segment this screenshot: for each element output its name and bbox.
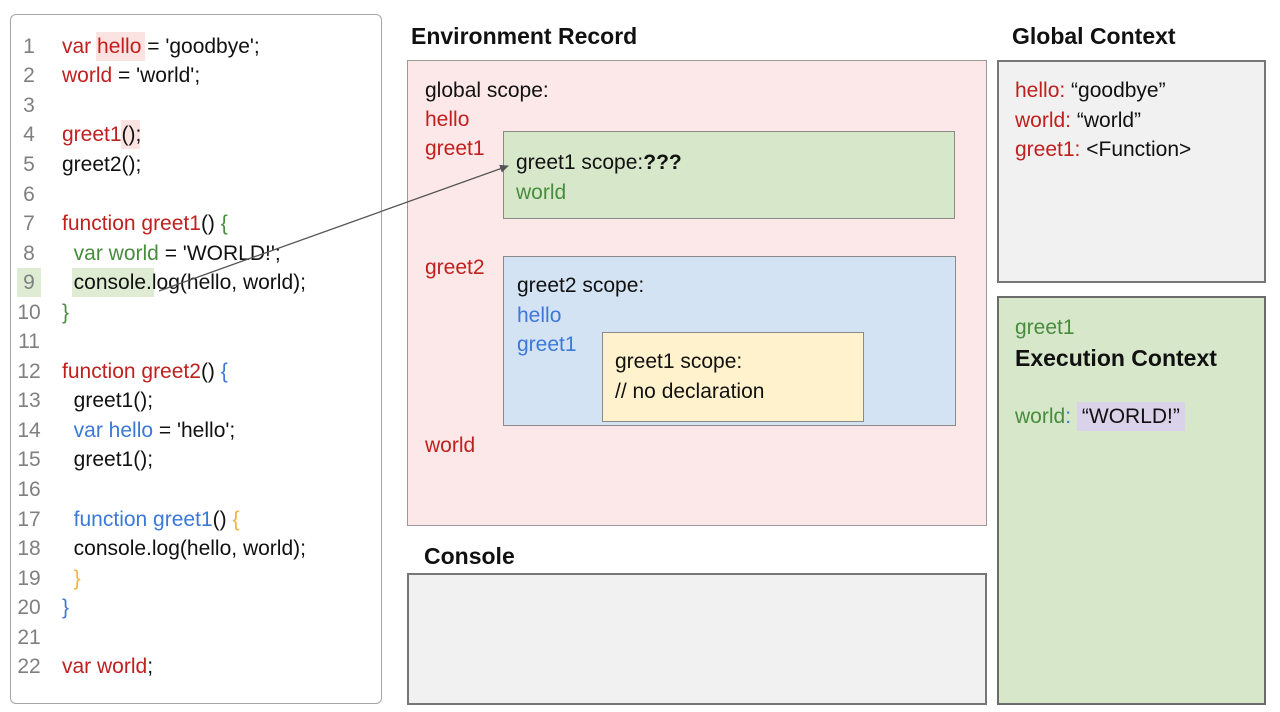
code-text: function greet1() { (62, 212, 228, 236)
code-line: 20} (11, 593, 381, 623)
code-line: 9 console.log(hello, world); (11, 268, 381, 298)
code-line: 14 var hello = 'hello'; (11, 416, 381, 446)
inner-greet1-scope-title: greet1 scope: (615, 350, 743, 373)
no-declaration-comment: // no declaration (615, 380, 765, 403)
greet1-scope-box: greet1 scope:??? world (503, 131, 955, 219)
code-line: 4 greet1(); (11, 120, 381, 151)
global-scope-label: global scope: (425, 79, 549, 102)
code-text: var world; (62, 655, 154, 679)
line-number: 5 (23, 152, 35, 176)
line-number: 22 (17, 655, 41, 679)
line-number: 12 (17, 359, 41, 383)
unknown-marker: ??? (643, 151, 682, 174)
line-number: 9 (11, 268, 47, 298)
line-number: 6 (23, 182, 35, 206)
global-var-greet1: greet1 (425, 137, 485, 160)
line-number: 10 (17, 300, 41, 324)
code-line: 1 var hello = 'goodbye'; (11, 31, 381, 62)
line-number: 7 (23, 212, 35, 236)
inner-greet1-scope-box: greet1 scope: // no declaration (602, 332, 864, 422)
code-line: 15 greet1(); (11, 446, 381, 476)
code-text: function greet2() { (62, 359, 228, 383)
line-number: 1 (23, 34, 35, 58)
code-lines: 1 var hello = 'goodbye'; 2 world = 'world';… (11, 15, 381, 682)
line-number: 18 (17, 537, 41, 561)
code-text: } (62, 300, 70, 324)
code-text: var hello = 'hello'; (73, 418, 236, 442)
line-number: 14 (17, 418, 41, 442)
code-line: 17 function greet1() { (11, 505, 381, 535)
code-text: greet1(); (62, 448, 154, 472)
greet2-scope-box: greet2 scope: hello greet1 greet1 scope:… (503, 256, 956, 426)
highlighted-value: “WORLD!” (1076, 402, 1185, 431)
line-number: 2 (23, 64, 35, 88)
line-number: 15 (17, 448, 41, 472)
code-panel: 1 var hello = 'goodbye'; 2 world = 'world';… (10, 14, 382, 704)
code-text: } (62, 596, 70, 620)
console-title: Console (424, 543, 515, 569)
greet2-scope-title: greet2 scope: (517, 274, 645, 297)
line-number: 19 (17, 566, 41, 590)
greet1-scope-title: greet1 scope:??? (516, 151, 682, 174)
global-var-greet2: greet2 (425, 256, 485, 279)
code-line: 10} (11, 298, 381, 328)
code-line: 13 greet1(); (11, 387, 381, 417)
code-line: 2 world = 'world'; (11, 62, 381, 92)
code-text: greet2(); (62, 152, 142, 176)
code-text: var hello = 'goodbye'; (47, 31, 260, 61)
context-entry: world: “world” (1015, 108, 1142, 132)
global-var-hello: hello (425, 108, 470, 131)
console-output-box (407, 573, 987, 705)
code-line: 19 } (11, 564, 381, 594)
code-line: 8 var world = 'WORLD!'; (11, 239, 381, 269)
environment-record-title: Environment Record (411, 23, 638, 49)
greet1-scope-var-world: world (516, 181, 567, 204)
line-number: 17 (17, 507, 41, 531)
line-number: 3 (23, 93, 35, 117)
code-line: 18 console.log(hello, world); (11, 534, 381, 564)
greet2-scope-var-greet1: greet1 (517, 333, 577, 356)
global-context-title: Global Context (1012, 23, 1176, 49)
code-line: 22 var world; (11, 652, 381, 682)
context-entry: hello: “goodbye” (1015, 79, 1166, 102)
line-number: 13 (17, 389, 41, 413)
code-text: } (73, 566, 81, 590)
code-text: console.log(hello, world); (47, 268, 306, 298)
execution-context-function-name: greet1 (1015, 316, 1075, 339)
greet2-scope-var-hello: hello (517, 304, 562, 327)
code-text: function greet1() { (73, 507, 240, 531)
global-var-world: world (425, 434, 476, 457)
global-context-box: hello: “goodbye” world: “world” greet1: … (997, 60, 1266, 283)
execution-context-title: Execution Context (1015, 345, 1217, 371)
code-text: var world = 'WORLD!'; (73, 241, 281, 265)
context-entry: world: “WORLD!” (1015, 402, 1264, 432)
code-line: 16 (11, 475, 381, 505)
line-number: 8 (23, 241, 35, 265)
code-line: 5 greet2(); (11, 150, 381, 180)
code-line: 12 function greet2() { (11, 357, 381, 387)
code-line: 7 function greet1() { (11, 209, 381, 239)
greet1-execution-context-box: greet1 Execution Context world: “WORLD!” (997, 296, 1266, 705)
line-number: 21 (17, 625, 41, 649)
global-scope-box: global scope: hello greet1 greet1 scope:… (407, 60, 987, 526)
code-text: greet1(); (47, 120, 141, 150)
code-line: 21 (11, 623, 381, 653)
line-number: 11 (18, 330, 40, 354)
code-line: 3 (11, 91, 381, 121)
code-line: 6 (11, 180, 381, 210)
line-number: 16 (17, 477, 41, 501)
line-number: 20 (17, 596, 41, 620)
code-text: console.log(hello, world); (62, 537, 306, 561)
code-text: world = 'world'; (62, 64, 201, 88)
context-entry: greet1: <Function> (1015, 138, 1192, 161)
line-number: 4 (23, 123, 35, 147)
code-line: 11 (11, 327, 381, 357)
code-text: greet1(); (62, 389, 154, 413)
